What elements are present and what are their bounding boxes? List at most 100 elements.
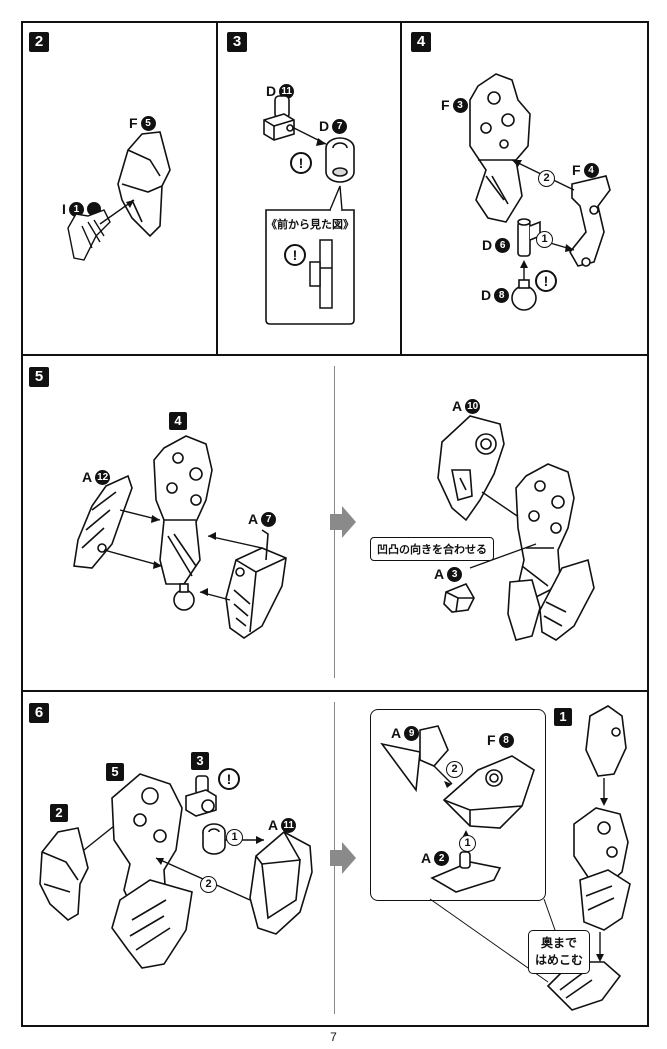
order-1: 1 bbox=[459, 835, 476, 852]
label-letter: A bbox=[452, 398, 463, 414]
part-f3-frame bbox=[469, 73, 531, 223]
ref-step-3: 3 bbox=[191, 752, 209, 770]
label-number: 9 bbox=[404, 725, 420, 741]
label-number: 1 bbox=[68, 201, 84, 217]
label-letter: A bbox=[391, 725, 402, 741]
step-number-3: 3 bbox=[227, 32, 247, 52]
step-number-4: 4 bbox=[411, 32, 431, 52]
part-a7-armor bbox=[225, 529, 287, 639]
label-letter: D bbox=[481, 287, 492, 303]
label-letter: D bbox=[319, 118, 330, 134]
label-number: 3 bbox=[447, 566, 463, 582]
label-number: 6 bbox=[495, 237, 511, 253]
label-letter: F bbox=[441, 97, 450, 113]
warning-icon: ! bbox=[290, 152, 312, 174]
order-2: 2 bbox=[446, 761, 463, 778]
label-letter: F bbox=[572, 162, 581, 178]
label-number: 11 bbox=[281, 817, 297, 833]
label-number: 7 bbox=[261, 511, 277, 527]
label-number: 10 bbox=[465, 398, 481, 414]
push-in-note: 奥まで はめこむ bbox=[528, 930, 591, 974]
label-number: 7 bbox=[332, 118, 348, 134]
ref-step-5: 5 bbox=[106, 763, 124, 781]
label-number: 2 bbox=[434, 850, 450, 866]
label-a10: A 10 bbox=[452, 398, 481, 414]
page-frame bbox=[21, 21, 649, 1027]
label-a3: A 3 bbox=[434, 566, 463, 582]
label-letter: A bbox=[268, 817, 279, 833]
label-a2: A 2 bbox=[421, 850, 450, 866]
assembly-complete bbox=[507, 463, 595, 641]
front-view-caption: 《前から見た図》 bbox=[266, 219, 354, 231]
page-number: 7 bbox=[330, 1030, 337, 1044]
alignment-callout: 凹凸の向きを合わせる bbox=[370, 537, 494, 561]
label-letter: D bbox=[482, 237, 493, 253]
part-a10-cover bbox=[437, 415, 505, 522]
order-2: 2 bbox=[538, 170, 555, 187]
label-d8: D 8 bbox=[481, 287, 510, 303]
process-arrow-icon bbox=[330, 842, 356, 874]
order-1: 1 bbox=[536, 231, 553, 248]
front-view-profile bbox=[309, 239, 333, 309]
ref-step-2: 2 bbox=[50, 804, 68, 822]
label-number: 5 bbox=[140, 115, 156, 131]
step-number-6: 6 bbox=[29, 703, 49, 723]
order-2: 2 bbox=[200, 876, 217, 893]
step-number-5: 5 bbox=[29, 367, 49, 387]
assembly-3-joint bbox=[185, 775, 226, 855]
part-a12-panel bbox=[73, 474, 133, 569]
label-letter: D bbox=[266, 83, 277, 99]
col-divider-2 bbox=[400, 21, 402, 355]
label-letter: F bbox=[487, 732, 496, 748]
label-letter: A bbox=[434, 566, 445, 582]
part-a11-armor bbox=[249, 831, 313, 935]
label-a11: A 11 bbox=[268, 817, 297, 833]
label-letter: A bbox=[421, 850, 432, 866]
part-d11-joint bbox=[263, 95, 295, 141]
label-f3: F 3 bbox=[441, 97, 468, 113]
warning-icon: ! bbox=[535, 270, 557, 292]
label-number: 11 bbox=[279, 83, 295, 99]
label-d7: D 7 bbox=[319, 118, 348, 134]
label-a9: A 9 bbox=[391, 725, 420, 741]
process-arrow-icon bbox=[330, 506, 356, 538]
assembly-4 bbox=[153, 435, 213, 611]
label-d6: D 6 bbox=[482, 237, 511, 253]
note-line-1: 奥まで bbox=[541, 936, 578, 950]
label-a12: A 12 bbox=[82, 469, 111, 485]
label-number: 8 bbox=[494, 287, 510, 303]
label-letter: A bbox=[248, 511, 259, 527]
label-number: 12 bbox=[95, 469, 111, 485]
part-a9-blade bbox=[380, 725, 449, 793]
label-f5: F 5 bbox=[129, 115, 156, 131]
part-i1-clip bbox=[67, 209, 111, 261]
label-number: 3 bbox=[452, 97, 468, 113]
ref-step-1: 1 bbox=[554, 708, 572, 726]
label-letter: A bbox=[82, 469, 93, 485]
label-number: 8 bbox=[498, 732, 514, 748]
note-line-2: はめこむ bbox=[535, 953, 584, 967]
part-a2-base bbox=[430, 851, 502, 893]
part-f5-shell bbox=[117, 131, 171, 238]
label-a7: A 7 bbox=[248, 511, 277, 527]
warning-icon: ! bbox=[218, 768, 240, 790]
order-1: 1 bbox=[226, 829, 243, 846]
col-divider-1 bbox=[216, 21, 218, 355]
label-letter: F bbox=[129, 115, 138, 131]
label-f4: F 4 bbox=[572, 162, 599, 178]
part-f4-bracket bbox=[569, 175, 611, 267]
part-d8-ball bbox=[511, 279, 537, 311]
label-letter: I bbox=[62, 201, 66, 217]
part-a3-small bbox=[443, 582, 475, 613]
label-number: 4 bbox=[583, 162, 599, 178]
label-f8: F 8 bbox=[487, 732, 514, 748]
assembly-1-stack bbox=[546, 705, 631, 1011]
part-d7-ring bbox=[325, 137, 355, 183]
warning-icon-front-view: ! bbox=[284, 244, 306, 266]
assembly-2-shell bbox=[39, 827, 89, 921]
